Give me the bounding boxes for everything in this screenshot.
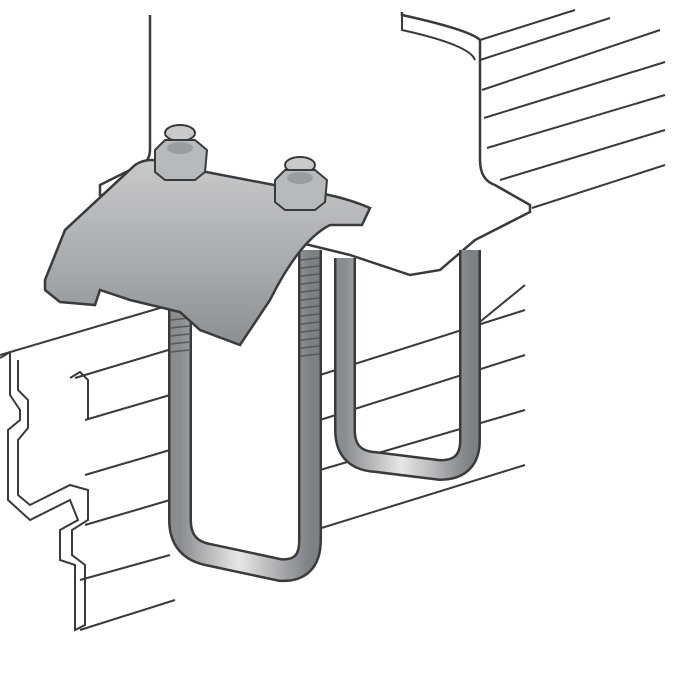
beam-flange bbox=[479, 9, 666, 209]
hex-nut-left bbox=[154, 124, 209, 181]
hex-nut-right bbox=[274, 156, 329, 211]
channel-profile bbox=[0, 351, 89, 632]
u-bolt-front bbox=[168, 250, 322, 583]
u-bolt-rear bbox=[334, 250, 481, 482]
